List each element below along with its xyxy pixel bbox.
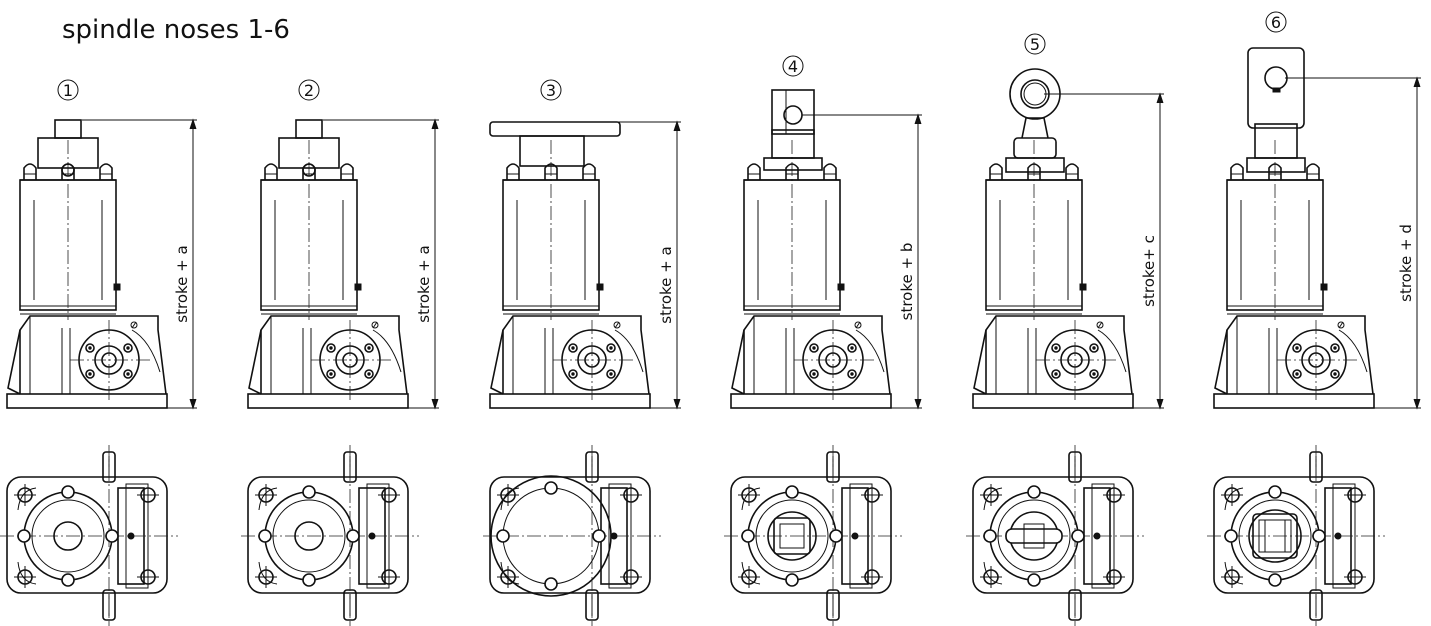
spindle-nose-plain bbox=[37, 119, 99, 177]
variant-1: 1 stroke + a bbox=[0, 79, 197, 626]
dimension-label: stroke + b bbox=[898, 243, 916, 321]
variant-number-badge: 1 bbox=[57, 79, 79, 101]
spindle-nose-flange bbox=[489, 121, 621, 167]
nose-top-rod-eye bbox=[983, 485, 1085, 587]
nose-top-plain bbox=[17, 485, 119, 587]
height-dimension: stroke + a bbox=[565, 120, 681, 410]
side-view bbox=[972, 68, 1134, 409]
variant-number: 3 bbox=[546, 81, 556, 100]
dimension-label: stroke+ c bbox=[1140, 235, 1158, 307]
height-dimension: stroke + a bbox=[82, 118, 197, 410]
top-view bbox=[966, 445, 1144, 626]
variant-4: 4 stroke + b bbox=[724, 55, 922, 626]
variant-number-badge: 4 bbox=[782, 55, 804, 77]
variant-5: 5 stroke+ c bbox=[966, 33, 1164, 626]
side-view bbox=[730, 89, 892, 409]
variant-number-badge: 2 bbox=[298, 79, 320, 101]
variant-number: 1 bbox=[63, 81, 73, 100]
side-view bbox=[247, 119, 409, 409]
spindle-nose-clevis bbox=[1246, 47, 1306, 173]
spindle-nose-fork bbox=[763, 89, 823, 171]
nose-top-plain bbox=[258, 485, 360, 587]
height-dimension: stroke+ c bbox=[1044, 92, 1164, 410]
top-view bbox=[483, 445, 661, 626]
nose-top-clevis bbox=[1224, 485, 1326, 587]
variant-number-badge: 5 bbox=[1024, 33, 1046, 55]
nose-top-flange bbox=[490, 475, 612, 597]
variant-number-badge: 3 bbox=[540, 79, 562, 101]
top-view bbox=[241, 445, 419, 626]
variant-2: 2 stroke + a bbox=[241, 79, 439, 626]
side-view bbox=[1213, 47, 1375, 409]
spindle-nose-plain bbox=[278, 119, 340, 177]
dimension-label: stroke + d bbox=[1397, 224, 1415, 302]
variant-6: 6 stroke + d bbox=[1207, 11, 1421, 626]
dimension-label: stroke + a bbox=[173, 245, 191, 322]
variant-number: 6 bbox=[1271, 13, 1281, 32]
variant-number: 4 bbox=[788, 57, 798, 76]
variant-3: 3 stroke + a bbox=[483, 79, 681, 626]
variant-number: 5 bbox=[1030, 35, 1040, 54]
dimension-label: stroke + a bbox=[657, 246, 675, 323]
variant-number-badge: 6 bbox=[1265, 11, 1287, 33]
side-view bbox=[6, 119, 168, 409]
top-view bbox=[724, 445, 902, 626]
diagram-title: spindle noses 1-6 bbox=[62, 15, 290, 45]
height-dimension: stroke + a bbox=[323, 118, 439, 410]
height-dimension: stroke + d bbox=[1285, 76, 1421, 410]
spindle-nose-rod-eye bbox=[1005, 68, 1065, 173]
top-view bbox=[1207, 445, 1385, 626]
nose-top-fork bbox=[741, 485, 843, 587]
variant-number: 2 bbox=[304, 81, 314, 100]
top-view bbox=[0, 445, 178, 626]
side-view bbox=[489, 121, 651, 409]
dimension-label: stroke + a bbox=[415, 245, 433, 322]
height-dimension: stroke + b bbox=[802, 113, 922, 410]
